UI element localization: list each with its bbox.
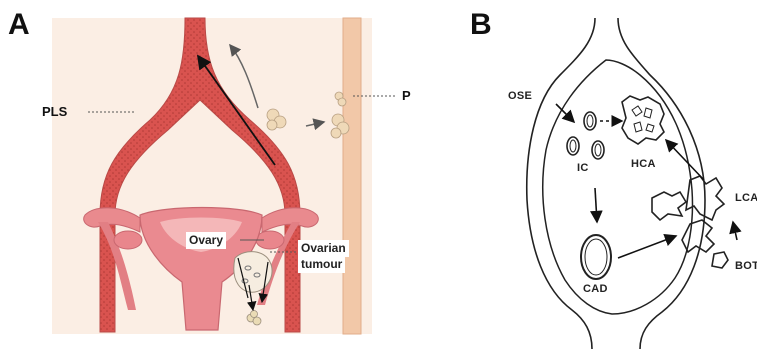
ovary-label: Ovary: [186, 232, 226, 249]
bot-outgrowth: [682, 220, 714, 252]
cad-cyst-inner: [585, 239, 607, 275]
bot-to-lca-arrow: [733, 222, 737, 240]
hca-label: HCA: [631, 158, 656, 170]
inclusion-cyst-3-inner: [595, 144, 601, 156]
panel-b-letter: B: [470, 8, 492, 42]
ose-to-ic-arrow: [556, 104, 574, 122]
cad-to-bot-arrow: [618, 236, 676, 258]
cad-label: CAD: [583, 283, 608, 295]
peritoneum-strip: [343, 18, 361, 334]
panel-a-illustration: [52, 18, 397, 334]
ovarian-tumour-label-line2: tumour: [298, 256, 345, 273]
peritoneum-label: P: [402, 88, 411, 103]
lca-to-hca-arrow: [666, 140, 704, 180]
left-ovary: [114, 231, 142, 249]
bot-outgrowth-2: [712, 252, 728, 268]
ose-label: OSE: [508, 90, 532, 102]
inclusion-cyst-2-inner: [570, 140, 576, 152]
ovarian-tumour-label-line1: Ovarian: [298, 240, 349, 257]
ic-to-cad-arrow: [595, 188, 597, 222]
lca-outgrowth-2: [652, 192, 686, 220]
panel-a-letter: A: [8, 8, 30, 42]
ovary-outline: [527, 18, 705, 349]
inclusion-cyst-1-inner: [587, 115, 593, 127]
ic-label: IC: [577, 162, 589, 174]
hca-cluster: [622, 96, 664, 144]
hca-internal-spaces: [632, 106, 654, 132]
lca-label: LCA: [735, 192, 757, 204]
bot-label: BOT: [735, 260, 757, 272]
panel-b-illustration: [527, 18, 737, 349]
pls-label: PLS: [42, 104, 67, 119]
